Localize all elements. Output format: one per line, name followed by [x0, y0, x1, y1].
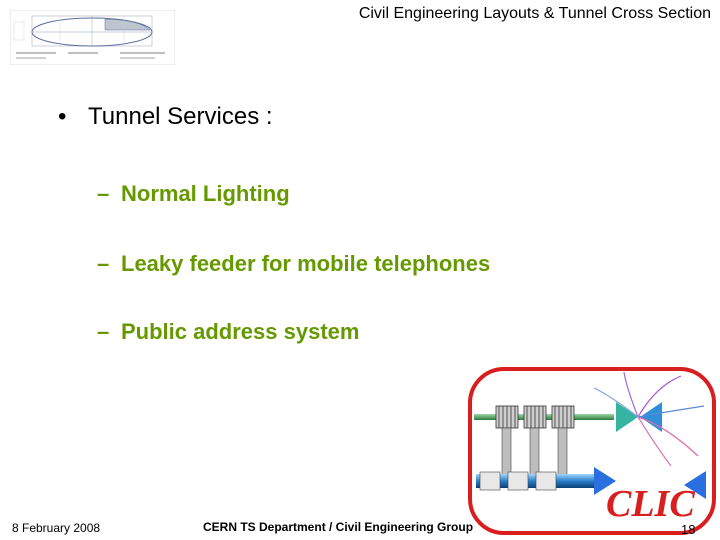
slide-title: Civil Engineering Layouts & Tunnel Cross… [358, 5, 711, 22]
sub-bullet-normal-lighting: –Normal Lighting [97, 181, 290, 207]
page-number: 18 [681, 522, 696, 537]
footer-organization: CERN TS Department / Civil Engineering G… [203, 520, 474, 534]
sub-bullet-label: Leaky feeder for mobile telephones [121, 251, 491, 276]
bullet-heading: Tunnel Services : [88, 103, 273, 130]
bullet-symbol: • [58, 103, 67, 130]
sub-bullet-dash: – [97, 319, 110, 344]
sub-bullet-dash: – [97, 251, 110, 276]
main-bullet: • Tunnel Services : [58, 103, 273, 131]
clic-logo: CLIC [468, 367, 716, 535]
footer-date: 8 February 2008 [12, 521, 101, 535]
sub-bullet-label: Public address system [121, 319, 360, 344]
sub-bullet-dash: – [97, 181, 110, 206]
clic-logo-text: CLIC [606, 483, 695, 525]
sub-bullet-public-address: –Public address system [97, 319, 359, 345]
sub-bullet-leaky-feeder: –Leaky feeder for mobile telephones [97, 251, 490, 277]
tunnel-layout-thumbnail [10, 10, 175, 65]
sub-bullet-label: Normal Lighting [121, 181, 290, 206]
